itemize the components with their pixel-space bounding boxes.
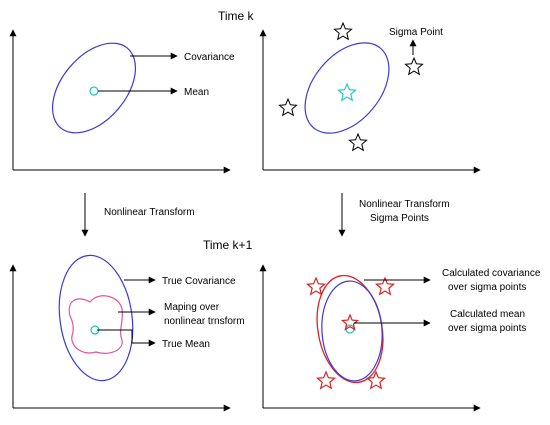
sigma-point-star-icon xyxy=(365,370,387,390)
title-time-k1: Time k+1 xyxy=(203,238,253,252)
sigma-point-label: Sigma Point xyxy=(389,27,443,38)
nonlinear-transform-sigma-label-line1: Nonlinear Transform xyxy=(359,199,450,210)
sigma-point-mean-star-icon xyxy=(340,313,360,331)
true-covariance-ellipse xyxy=(321,280,383,382)
true-mean-label: True Mean xyxy=(162,339,210,350)
sigma-point-mean-star-icon xyxy=(337,82,357,102)
covariance-label: Covariance xyxy=(184,52,235,63)
sigma-point-star-icon xyxy=(333,21,353,41)
panel-bottom-left: True Covariance Maping over nonlinear tr… xyxy=(9,254,245,412)
mapping-label-line2: nonlinear trnsform xyxy=(164,316,245,327)
panel-bottom-right: Calculated covariance over sigma points … xyxy=(259,264,541,412)
sigma-point-star-icon xyxy=(315,370,337,390)
mean-label: Mean xyxy=(184,87,209,98)
mapped-region-shape xyxy=(68,295,124,354)
panel-top-left: Covariance Mean xyxy=(9,29,235,174)
calculated-mean-label-line2: over sigma points xyxy=(448,323,526,334)
covariance-ellipse xyxy=(51,42,137,134)
panel-top-right: Sigma Point xyxy=(259,21,481,174)
nonlinear-transform-sigma-label-line2: Sigma Points xyxy=(370,213,429,224)
sigma-point-star-icon xyxy=(278,97,298,117)
nonlinear-transform-label: Nonlinear Transform xyxy=(104,207,195,218)
sigma-point-star-icon xyxy=(404,56,424,76)
sigma-point-star-icon xyxy=(305,276,327,296)
true-mean-pointer-arrow xyxy=(97,329,156,347)
calculated-covariance-label-line1: Calculated covariance xyxy=(442,268,541,279)
true-covariance-label: True Covariance xyxy=(162,276,236,287)
mapping-label-line1: Maping over xyxy=(164,302,220,313)
title-time-k: Time k xyxy=(218,9,255,23)
sigma-point-star-icon xyxy=(374,276,396,296)
true-covariance-ellipse xyxy=(58,254,134,382)
covariance-ellipse xyxy=(304,42,390,134)
sigma-point-star-icon xyxy=(348,132,368,152)
calculated-covariance-label-line2: over sigma points xyxy=(448,282,526,293)
mean-marker xyxy=(89,86,99,96)
calculated-mean-label-line1: Calculated mean xyxy=(450,309,525,320)
